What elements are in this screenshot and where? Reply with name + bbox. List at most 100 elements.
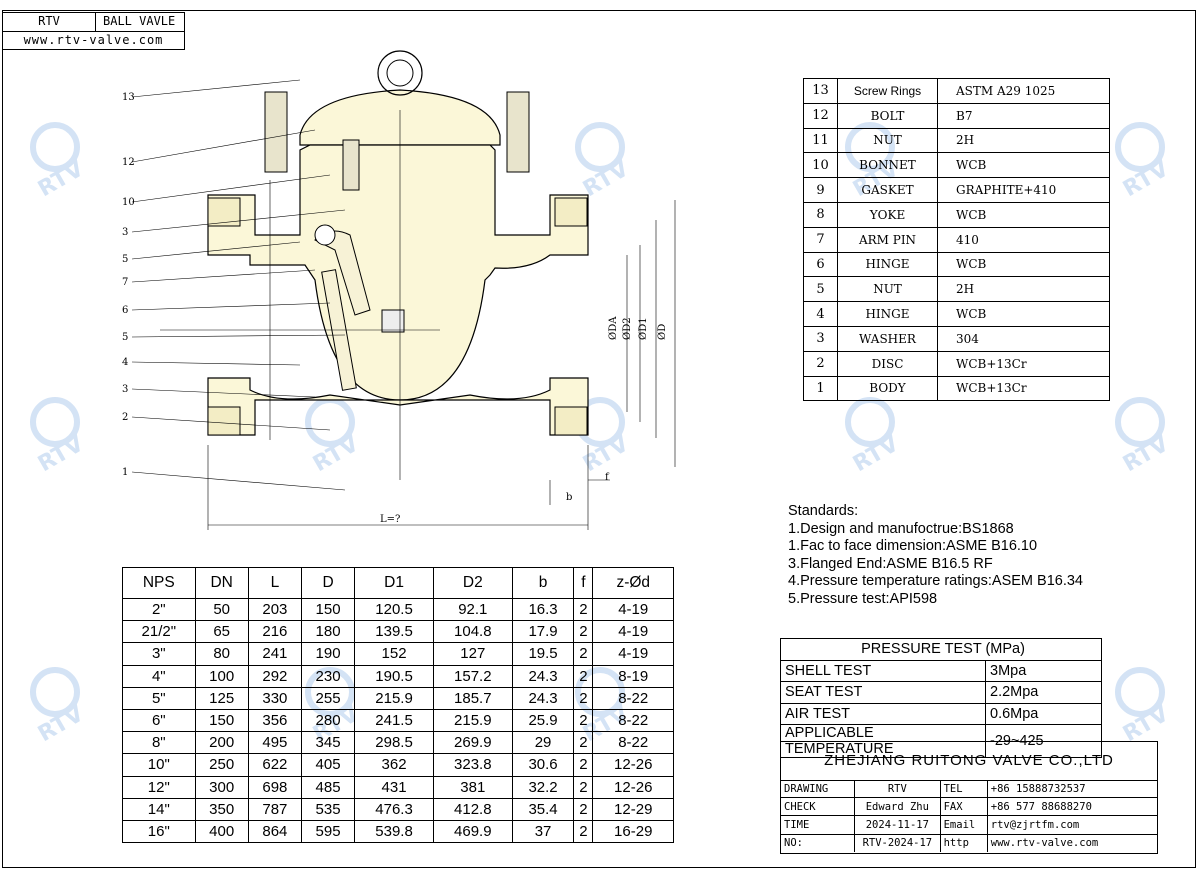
dimension-cell: 469.9 (432, 819, 513, 844)
dimension-cell: 150 (300, 597, 356, 622)
dimension-cell: 8-22 (592, 686, 674, 710)
dimension-cell: 698 (247, 775, 302, 799)
dimension-cell: 2 (573, 597, 594, 622)
dimension-cell: 37 (511, 819, 575, 844)
callout-number: 7 (122, 277, 128, 288)
dimension-cell: 269.9 (432, 731, 513, 755)
part-name: YOKE (837, 201, 938, 228)
flange-bolt-bottom-right (554, 406, 588, 436)
dimension-cell: 35.4 (511, 797, 575, 821)
dimension-cell: 215.9 (432, 708, 513, 733)
dimension-cell: 255 (300, 686, 356, 710)
dimension-cell: 215.9 (354, 686, 434, 710)
callout-number: 13 (122, 92, 135, 103)
part-material: B7 (937, 102, 1110, 129)
callout-number: 5 (122, 254, 128, 265)
dimension-cell: 5" (122, 686, 196, 710)
part-number: 4 (803, 301, 838, 327)
callout-leader (131, 241, 301, 260)
dimension-header: D (300, 567, 356, 599)
dimension-cell: 412.8 (432, 797, 513, 821)
dimension-cell: 8-22 (592, 708, 674, 733)
dimension-cell: 2 (573, 731, 594, 755)
dimension-cell: 8-19 (592, 664, 674, 688)
dimension-cell: 241 (247, 642, 302, 666)
callout-number: 3 (122, 227, 128, 238)
callout-leader (131, 209, 346, 233)
part-material: ASTM A29 1025 (937, 78, 1110, 104)
title-block-cell: Email (940, 815, 988, 835)
callout-number: 1 (122, 467, 128, 478)
dimension-header: f (573, 567, 594, 599)
dimension-cell: 8" (122, 731, 196, 755)
dimension-cell: 250 (194, 753, 249, 777)
dimension-cell: 864 (247, 819, 302, 844)
dimension-cell: 345 (300, 731, 356, 755)
dimension-cell: 356 (247, 708, 302, 733)
title-block-cell: +86 15888732537 (987, 780, 1157, 799)
part-number: 12 (803, 102, 838, 129)
title-header-box: RTV BALL VAVLE www.rtv-valve.com (2, 12, 185, 50)
dimension-header: D1 (354, 567, 434, 599)
part-name: NUT (837, 127, 938, 154)
header-product: BALL VAVLE (103, 14, 176, 28)
standards-item: 5.Pressure test:API598 (788, 590, 938, 607)
dimension-cell: 8-22 (592, 731, 674, 755)
dimension-cell: 12" (122, 775, 196, 799)
dimension-cell: 330 (247, 686, 302, 710)
title-block-cell: CHECK (781, 797, 856, 817)
callout-leader (131, 302, 331, 311)
dimension-cell: 180 (300, 620, 356, 644)
watermark-logo-icon: RTV (30, 667, 88, 747)
dimension-header: NPS (122, 567, 196, 599)
flange-bolt-top-left (207, 197, 241, 227)
dimension-cell: 6" (122, 708, 196, 733)
callout-number: 4 (122, 357, 128, 368)
standards-title: Standards: (788, 503, 859, 519)
part-number: 6 (803, 251, 838, 278)
dimension-cell: 4" (122, 664, 196, 688)
title-block-cell: TIME (781, 815, 856, 835)
dimension-cell: 230 (300, 664, 356, 688)
callout-leader (131, 334, 346, 338)
dimension-cell: 150 (194, 708, 249, 733)
dimension-cell: 19.5 (511, 642, 575, 666)
dimension-cell: 350 (194, 797, 249, 821)
dimension-cell: 100 (194, 664, 249, 688)
dimension-header: L (247, 567, 302, 599)
dimension-cell: 29 (511, 731, 575, 755)
company-name: ZHEJIANG RUITONG VALVE CO.,LTD (781, 742, 1157, 781)
part-number: 2 (803, 350, 838, 377)
dimension-cell: 216 (247, 620, 302, 644)
dimension-cell: 152 (354, 642, 434, 666)
pressure-label: AIR TEST (780, 702, 986, 725)
callout-number: 5 (122, 332, 128, 343)
dimension-cell: 292 (247, 664, 302, 688)
dimension-cell: 535 (300, 797, 356, 821)
part-name: NUT (837, 276, 938, 303)
dimension-cell: 10" (122, 753, 196, 777)
dimension-cell: 203 (247, 597, 302, 622)
pressure-label: SHELL TEST (780, 659, 986, 682)
dimension-cell: 362 (354, 753, 434, 777)
title-block-cell: 2024-11-17 (854, 815, 941, 835)
dimension-cell: 24.3 (511, 664, 575, 688)
dimension-cell: 17.9 (511, 620, 575, 644)
title-block-cell: FAX (940, 797, 988, 817)
part-material: 2H (937, 127, 1110, 154)
part-number: 5 (803, 276, 838, 303)
